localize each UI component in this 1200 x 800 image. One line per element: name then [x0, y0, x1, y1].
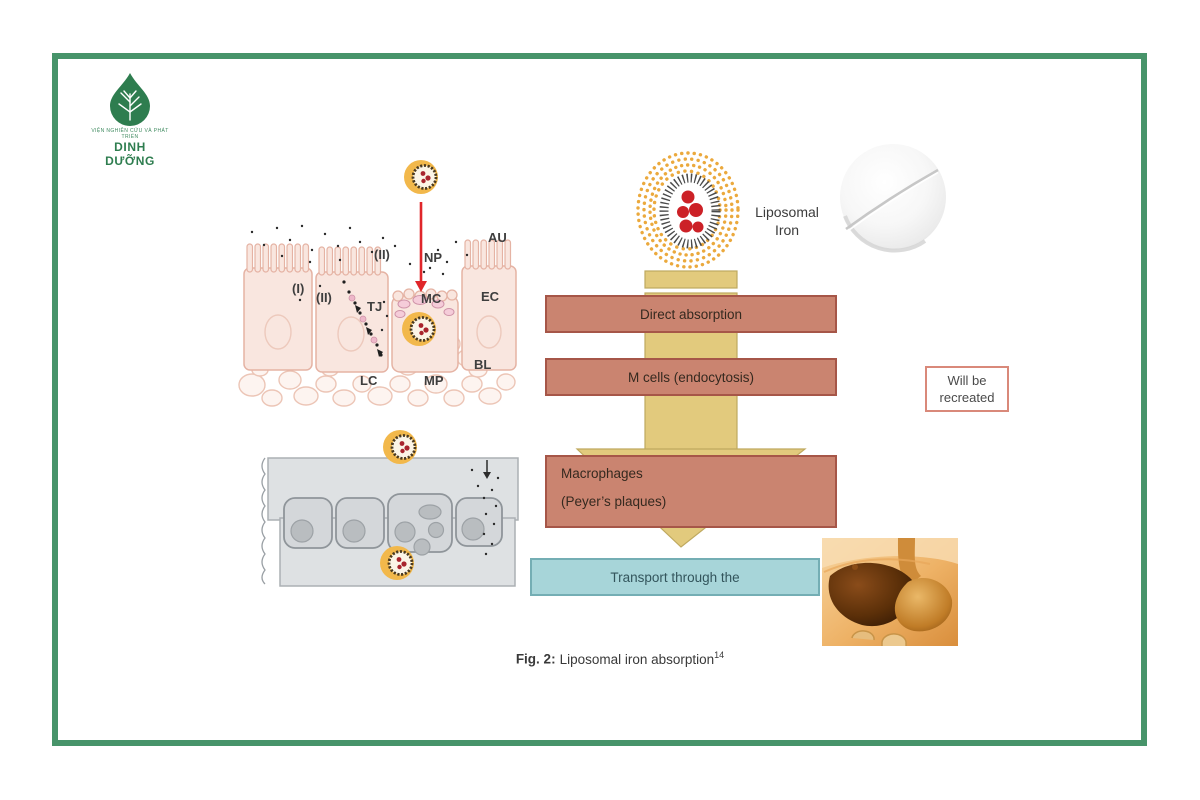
liposome-particle-icon: [402, 158, 440, 196]
label-phase2: (II): [316, 290, 332, 305]
small-down-arrow-icon: [483, 472, 491, 479]
liposome-particle-icon: [400, 310, 438, 348]
label-ec: EC: [481, 289, 500, 304]
figure-caption: Fig. 2:Liposomal iron absorption14: [320, 650, 920, 667]
epithelium-diagram: [238, 158, 517, 407]
liposome-particle-icon: [378, 544, 416, 582]
org-name: DINH DƯỠNG: [105, 140, 155, 168]
label-phase1: (I): [292, 281, 305, 296]
label-phase2-top: (II): [374, 247, 390, 262]
label-bl: BL: [474, 357, 492, 372]
note-box: Will be recreated: [925, 366, 1009, 412]
mcell-transcytosis-diagram: [261, 428, 519, 587]
label-tj: TJ: [367, 299, 383, 314]
label-au: AU: [488, 230, 507, 245]
red-arrow-icon: [415, 281, 427, 292]
flow-step-direct-absorption: Direct absorption: [545, 295, 837, 333]
flow-step-macrophages: Macrophages (Peyer’s plaques): [545, 455, 837, 528]
caption-reference: 14: [714, 650, 725, 660]
label-lc: LC: [360, 373, 378, 388]
flow-step-transport: Transport through the: [530, 558, 820, 596]
logo-leaf-icon: [110, 73, 150, 126]
liposomal-iron-label: Liposomal Iron: [755, 204, 819, 238]
flow-step-m-cells: M cells (endocytosis): [545, 358, 837, 396]
label-mp: MP: [424, 373, 444, 388]
caption-text: Liposomal iron absorption: [559, 651, 715, 667]
liposome-illustration: [636, 151, 740, 269]
label-mc: MC: [421, 291, 442, 306]
caption-label: Fig. 2:: [515, 651, 556, 667]
label-np: NP: [424, 250, 443, 265]
digestive-anatomy-image: [822, 538, 958, 646]
logo: VIỆN NGHIÊN CỨU VÀ PHÁT TRIỂN DINH DƯỠNG: [88, 72, 172, 168]
pill-illustration: [840, 144, 946, 253]
org-tagline: VIỆN NGHIÊN CỨU VÀ PHÁT TRIỂN: [91, 128, 169, 140]
liposome-particle-icon: [381, 428, 419, 466]
